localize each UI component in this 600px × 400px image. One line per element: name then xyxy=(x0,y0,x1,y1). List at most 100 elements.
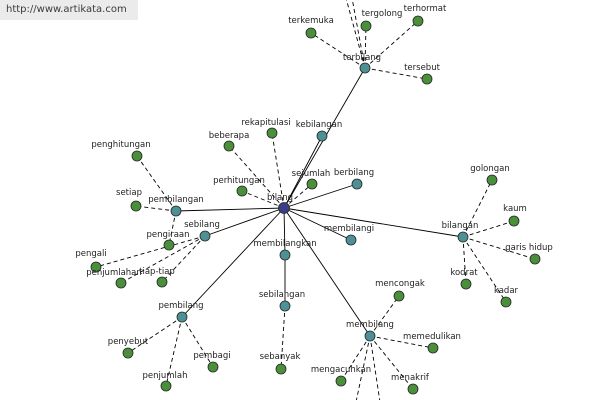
node-bilangan[interactable] xyxy=(457,231,469,243)
node-tersebut[interactable] xyxy=(421,73,433,85)
node-tiap-tiap[interactable] xyxy=(156,276,168,288)
edge-pembilang-penjumlah xyxy=(165,316,183,387)
edge-sebilang-penjumlahan xyxy=(120,235,206,284)
node-terhormat[interactable] xyxy=(412,15,424,27)
node-setiap[interactable] xyxy=(130,200,142,212)
label-layer: bilang terbilang kebilangan berbilang pembil… xyxy=(75,4,552,383)
label-kaum: kaum xyxy=(503,204,527,214)
label-berbilang: berbilang xyxy=(334,168,374,178)
label-membilang: membilang xyxy=(346,320,394,330)
edge-pembilangan-pengiraan xyxy=(168,210,177,246)
node-sebilang[interactable] xyxy=(199,230,211,242)
edge-bilang-pembilangan xyxy=(175,207,285,212)
node-garis-hidup[interactable] xyxy=(529,253,541,265)
node-terkemuka[interactable] xyxy=(305,27,317,39)
node-membilangkan[interactable] xyxy=(279,249,291,261)
node-perhitungan[interactable] xyxy=(236,185,248,197)
edge-bilang-membilang xyxy=(283,207,371,337)
label-kodrat: kodrat xyxy=(450,268,478,278)
node-beberapa[interactable] xyxy=(223,140,235,152)
node-rekapitulasi[interactable] xyxy=(266,127,278,139)
label-sejumlah: sejumlah xyxy=(292,169,331,179)
node-sebanyak[interactable] xyxy=(275,363,287,375)
edge-bilangan-garis-hidup xyxy=(462,236,536,260)
node-layer xyxy=(90,15,541,395)
edge-bilangan-kodrat xyxy=(462,236,467,285)
node-kodrat[interactable] xyxy=(460,278,472,290)
edge-sebilang-tiap-tiap xyxy=(161,235,206,283)
node-penjumlahan[interactable] xyxy=(115,277,127,289)
node-terbilang[interactable] xyxy=(359,62,371,74)
label-kadar: kadar xyxy=(494,286,519,296)
edge-membilang-memedulikan xyxy=(369,335,434,349)
label-beberapa: beberapa xyxy=(209,131,250,141)
label-rekapitulasi: rekapitulasi xyxy=(241,118,290,128)
node-penjumlah[interactable] xyxy=(160,380,172,392)
edge-terbilang-terhormat xyxy=(364,20,419,69)
node-pengali[interactable] xyxy=(90,261,102,273)
label-pembilangan: pembilangan xyxy=(148,195,204,205)
node-sejumlah[interactable] xyxy=(306,178,318,190)
node-kadar[interactable] xyxy=(500,296,512,308)
label-bilang: bilang xyxy=(267,193,293,203)
label-pembilang: pembilang xyxy=(158,301,203,311)
label-sebilang: sebilang xyxy=(184,220,220,230)
node-penyebut[interactable] xyxy=(122,347,134,359)
node-kebilangan[interactable] xyxy=(316,130,328,142)
label-perhitungan: perhitungan xyxy=(213,176,265,186)
label-terhormat: terhormat xyxy=(404,4,447,14)
edge-bilang-sebilang xyxy=(204,207,285,237)
edge-pembilangan-penghitungan xyxy=(136,155,177,212)
node-sebilangan[interactable] xyxy=(279,300,291,312)
label-tiap-tiap: tiap-tiap xyxy=(139,267,175,277)
edge-pembilang-penyebut xyxy=(127,316,183,354)
node-pengiraan[interactable] xyxy=(163,239,175,251)
node-bilang[interactable] xyxy=(278,202,290,214)
edge-bilang-rekapitulasi xyxy=(271,132,285,209)
label-pengali: pengali xyxy=(75,249,106,259)
node-kaum[interactable] xyxy=(508,215,520,227)
edge-sebilang-pengali xyxy=(95,235,206,268)
node-pembilang[interactable] xyxy=(176,311,188,323)
label-setiap: setiap xyxy=(116,188,142,198)
node-golongan[interactable] xyxy=(486,174,498,186)
label-kebilangan: kebilangan xyxy=(296,120,343,130)
label-penyebut: penyebut xyxy=(108,337,149,347)
edge-bilangan-kaum xyxy=(462,220,515,238)
label-mengacuhkan: mengacuhkan xyxy=(311,365,371,375)
edge-membilang-mengacuhkan xyxy=(340,335,371,382)
node-tergolong[interactable] xyxy=(360,20,372,32)
label-penghitungan: penghitungan xyxy=(91,140,150,150)
label-pembagi: pembagi xyxy=(193,351,230,361)
edge-membilang-mencongak xyxy=(369,295,400,337)
label-garis-hidup: garis hidup xyxy=(505,243,553,253)
label-tergolong: tergolong xyxy=(362,9,403,19)
label-tersebut: tersebut xyxy=(404,63,440,73)
label-penjumlah: penjumlah xyxy=(143,371,188,381)
edge-sebilangan-sebanyak xyxy=(280,305,286,370)
label-bilangan: bilangan xyxy=(442,221,479,231)
edge-terbilang-tergolong xyxy=(364,25,367,69)
node-berbilang[interactable] xyxy=(351,178,363,190)
node-mencongak[interactable] xyxy=(393,290,405,302)
node-memedulikan[interactable] xyxy=(427,342,439,354)
node-membilangi[interactable] xyxy=(345,234,357,246)
edge-pembilangan-setiap xyxy=(135,205,177,212)
edge-membilang-menakrif xyxy=(369,335,414,390)
edge-bilang-perhitungan xyxy=(241,190,285,209)
edge-bilang-berbilang xyxy=(283,183,358,209)
node-pembagi[interactable] xyxy=(207,361,219,373)
edge-bilang-membilangi xyxy=(283,207,352,241)
node-membilang[interactable] xyxy=(364,330,376,342)
label-memedulikan: memedulikan xyxy=(403,332,461,342)
edge-bilangan-kadar xyxy=(462,236,507,303)
node-penghitungan[interactable] xyxy=(131,150,143,162)
watermark-url: http://www.artikata.com xyxy=(0,0,138,20)
node-pembilangan[interactable] xyxy=(170,205,182,217)
label-terbilang: terbilang xyxy=(343,53,381,63)
node-mengacuhkan[interactable] xyxy=(335,375,347,387)
edge-bilang-kebilangan xyxy=(283,135,323,209)
node-menakrif[interactable] xyxy=(407,383,419,395)
label-sebilangan: sebilangan xyxy=(259,290,305,300)
